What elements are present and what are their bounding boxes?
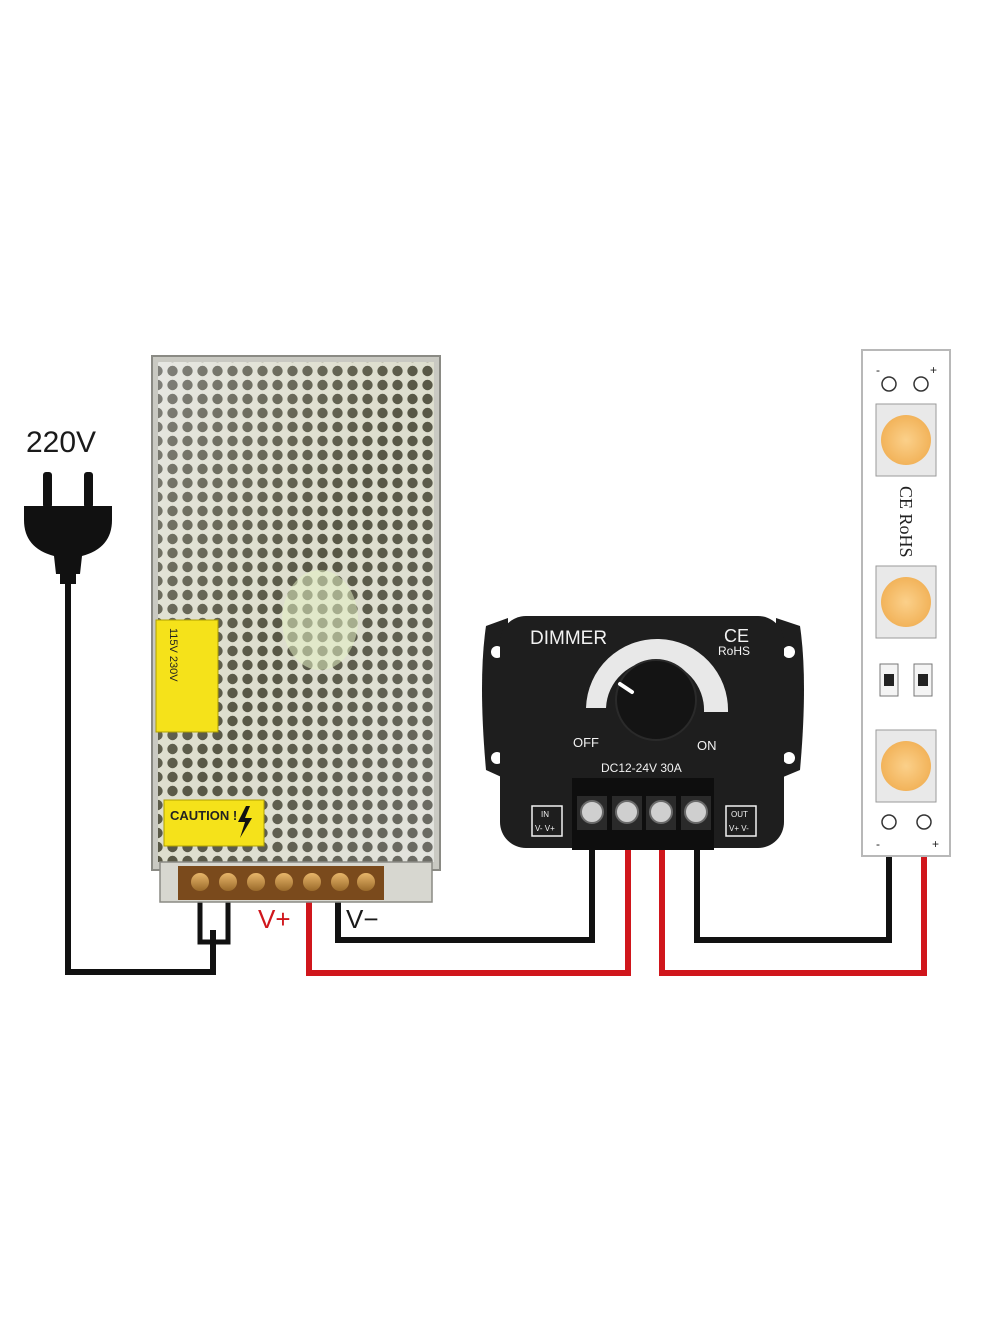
dimmer-ce-mark: CE	[724, 626, 749, 646]
power-plug-icon	[24, 472, 112, 584]
dimmer-out-box	[725, 805, 757, 837]
terminal-screws	[191, 873, 375, 891]
dimmer-in-pins-label: V- V+	[535, 824, 555, 833]
dimmer-knob[interactable]	[615, 659, 697, 741]
caution-text: CAUTION !	[170, 808, 237, 823]
dimmer-in-label: IN	[541, 810, 549, 819]
dimmer-off-label: OFF	[573, 735, 599, 750]
led-chip	[875, 729, 937, 803]
plug-voltage-label: 220V	[26, 426, 96, 459]
dimmer-title: DIMMER	[530, 628, 607, 649]
dimmer-rating-label: DC12-24V 30A	[601, 761, 682, 775]
caution-label: CAUTION !	[163, 799, 265, 847]
dimmer-knob-arc	[586, 638, 729, 712]
psu-vplus-to-dimmer-wire	[306, 828, 631, 976]
led-chip	[875, 565, 937, 639]
strip-top-plus-label: +	[930, 363, 937, 377]
dimmer-vplus-to-strip-wire	[659, 822, 927, 976]
strip-bottom-plus-label: +	[932, 837, 939, 851]
strip-bottom-minus-label: -	[876, 837, 880, 851]
dimmer-knob-indicator	[618, 682, 634, 694]
dimmer-in-box	[531, 805, 563, 837]
led-strip: - + CE RoHS - +	[861, 349, 951, 857]
terminal-vminus-label: V−	[346, 904, 379, 934]
dimmer-vminus-to-strip-wire	[694, 822, 892, 943]
power-supply-icon	[151, 355, 441, 903]
dimmer-terminals	[577, 796, 711, 830]
dimmer-rohs-mark: RoHS	[718, 644, 750, 658]
strip-resistors	[879, 663, 933, 697]
ac-input-loop	[197, 896, 231, 945]
psu-vminus-to-dimmer-wire	[335, 828, 595, 943]
dimmer-out-label: OUT	[731, 810, 748, 819]
voltage-selector-text: 115V 230V	[167, 628, 179, 682]
wires	[65, 580, 927, 976]
high-voltage-icon	[238, 806, 252, 838]
power-supply: 115V 230V CAUTION ! V+ V−	[151, 355, 441, 934]
dimmer-on-label: ON	[697, 738, 717, 753]
strip-cert-label: CE RoHS	[896, 486, 916, 558]
power-plug: 220V	[24, 426, 112, 584]
led-chip	[875, 403, 937, 477]
dimmer-out-pins-label: V+ V-	[729, 824, 749, 833]
dimmer: DIMMER CE RoHS OFF ON DC12-24V 30A IN V-…	[482, 616, 804, 850]
voltage-selector-label: 115V 230V	[155, 619, 219, 733]
strip-top-minus-label: -	[876, 363, 880, 377]
plug-cord-wire	[65, 580, 216, 975]
terminal-vplus-label: V+	[258, 904, 291, 934]
